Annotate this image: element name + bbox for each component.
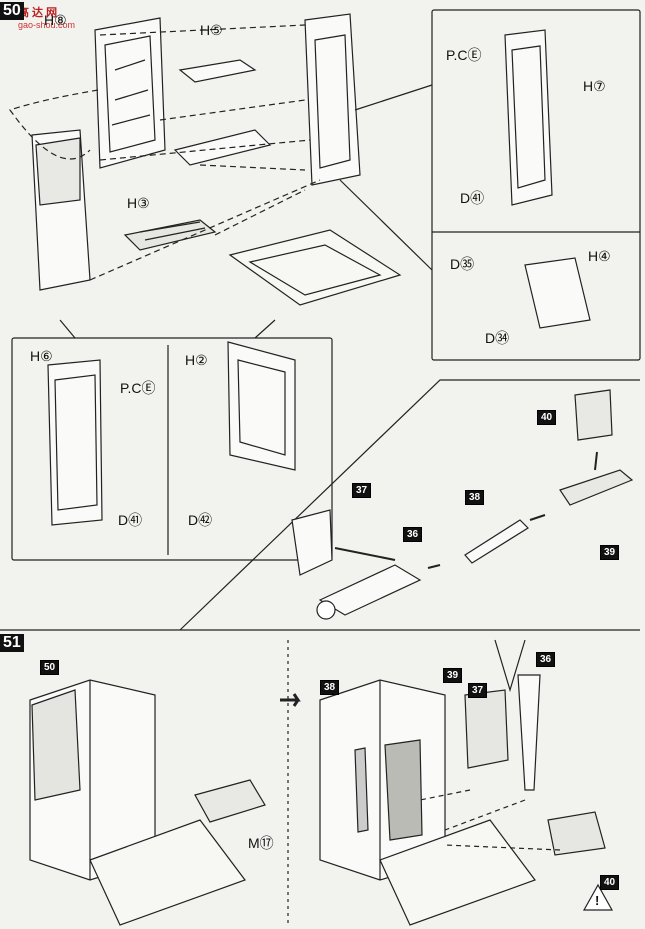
part-label-pce-right: P.CⒺ	[446, 47, 482, 63]
part-label-d42: D㊷	[188, 512, 213, 528]
callout-39: 39	[600, 545, 620, 560]
part-label-pce-left: P.CⒺ	[120, 380, 156, 396]
watermark-url: gao-shou.com	[18, 20, 76, 30]
callout-36: 36	[403, 527, 423, 542]
part-label-d35: D㉟	[450, 256, 475, 272]
callout-40-step51: 40	[600, 875, 620, 890]
callout-37: 37	[352, 483, 372, 498]
part-label-d41-right: D㊶	[460, 190, 485, 206]
part-label-h6: H⑥	[30, 348, 53, 364]
part-label-h5: H⑤	[200, 22, 223, 38]
part-label-d41-left: D㊶	[118, 512, 143, 528]
callout-40: 40	[537, 410, 557, 425]
callout-38: 38	[465, 490, 485, 505]
callout-50: 50	[40, 660, 60, 675]
callout-37-step51: 37	[468, 683, 488, 698]
step-number-50: 50	[0, 2, 24, 20]
callout-38-step51: 38	[320, 680, 340, 695]
part-label-h2: H②	[185, 352, 208, 368]
callout-39-step51: 39	[443, 668, 463, 683]
part-label-d34: D㉞	[485, 330, 510, 346]
part-label-m17: M⑰	[248, 835, 274, 851]
part-label-h3: H③	[127, 195, 150, 211]
callout-36-step51: 36	[536, 652, 556, 667]
part-label-h7: H⑦	[583, 78, 606, 94]
warning-icon: !	[595, 893, 600, 908]
part-label-h4: H④	[588, 248, 611, 264]
step-number-51: 51	[0, 634, 24, 652]
watermark-logo: 高 达 网	[18, 7, 58, 19]
part-label-h8: H⑧	[44, 12, 67, 28]
